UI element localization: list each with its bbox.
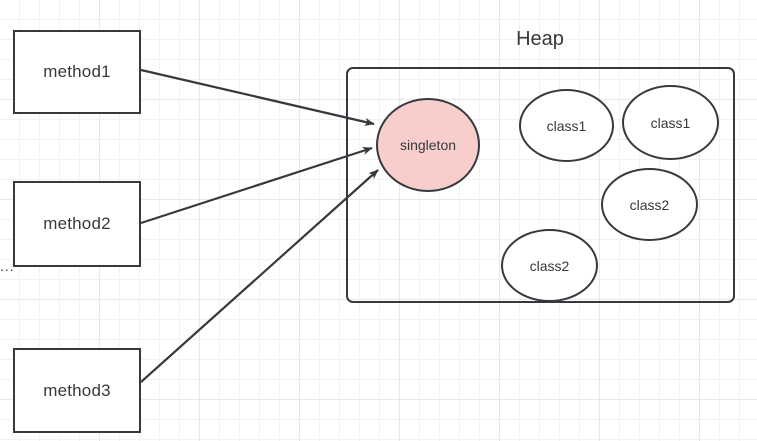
heap-object-label: class1 [650, 114, 691, 131]
heap-object-label: class2 [529, 257, 570, 274]
heap-object-label: class2 [629, 196, 670, 213]
heap-object-class1-a[interactable]: class1 [519, 89, 614, 162]
heap-container[interactable] [346, 67, 735, 303]
method-node-method2[interactable]: method2 [13, 181, 141, 267]
method-node-label: method2 [43, 214, 111, 233]
edge-method1-to-singleton [140, 68, 375, 126]
method-node-method1[interactable]: method1 [13, 30, 141, 114]
heap-object-class1-b[interactable]: class1 [622, 85, 719, 160]
heap-object-class2-b[interactable]: class2 [501, 229, 598, 302]
heap-object-label: class1 [546, 117, 587, 134]
heap-object-label: singleton [399, 137, 457, 153]
method-node-label: method1 [43, 62, 111, 81]
method-node-label: method3 [43, 380, 111, 400]
edge-method3-to-singleton [140, 169, 379, 383]
edge-method2-to-singleton [140, 146, 373, 225]
heap-title: Heap [516, 28, 564, 50]
method-node-method3[interactable]: method3 [13, 348, 141, 433]
heap-object-class2-a[interactable]: class2 [601, 168, 698, 241]
heap-ellipsis-label: ... [0, 258, 15, 274]
heap-object-singleton[interactable]: singleton [376, 98, 480, 192]
